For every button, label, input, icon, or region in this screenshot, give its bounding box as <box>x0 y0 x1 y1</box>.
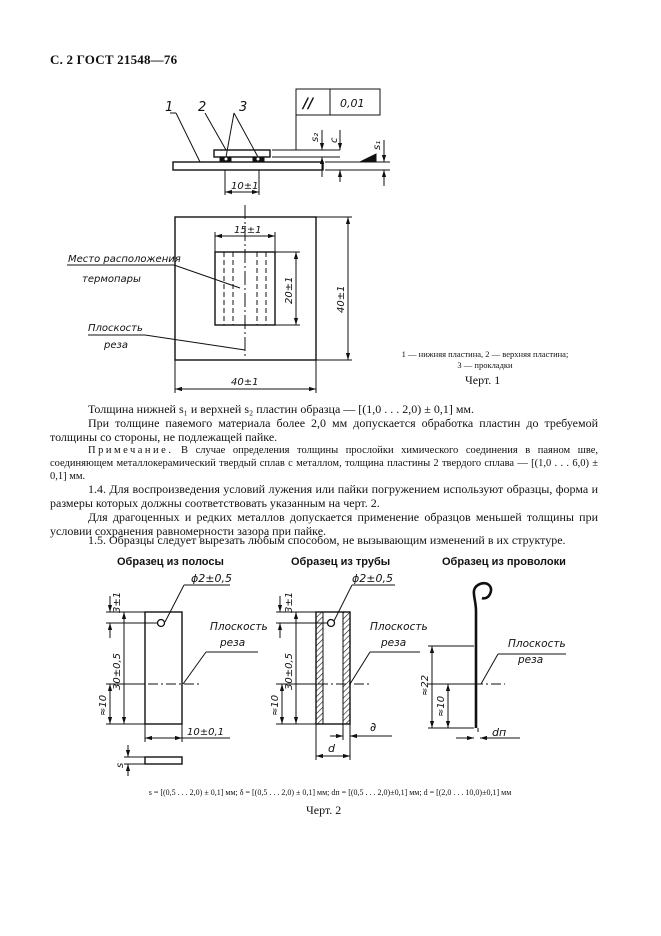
dim-15: 15±1 <box>234 225 261 236</box>
dim-3-strip: 3±1 <box>112 592 123 613</box>
label-cut-strip-1: Плоскость <box>210 621 268 633</box>
label-cut-plane-1: Плоскость <box>88 323 143 334</box>
tolerance-symbol: // <box>301 96 315 112</box>
fig1-label-3: 3 <box>239 100 247 115</box>
dim-40-vertical: 40±1 <box>336 286 347 313</box>
dim-10approx-wire: ≈10 <box>436 696 447 717</box>
dim-dn: dп <box>492 726 506 739</box>
fig2-number: Черт. 2 <box>306 803 342 817</box>
note-body: В случае определения толщины прослойки х… <box>50 445 598 482</box>
dim-30-strip: 30±0,5 <box>112 653 123 690</box>
dim-10approx-strip: ≈10 <box>98 695 109 716</box>
fig1-caption-line-2: 3 — прокладки <box>457 360 513 370</box>
fig1-label-1: 1 <box>165 100 173 115</box>
title-tube-sample: Образец из трубы <box>291 556 391 568</box>
label-cut-plane-2: реза <box>103 340 128 351</box>
dim-20: 20±1 <box>284 277 295 304</box>
note-block: Примечание. В случае определения толщины… <box>50 444 598 483</box>
figure-1-drawing: 1 2 3 // 0,01 s₂ c s₁ 10±1 15±1 20±1 40±… <box>67 88 390 393</box>
dim-22-wire: ≈22 <box>420 675 431 696</box>
label-cut-wire-1: Плоскость <box>508 638 566 650</box>
fig1-label-2: 2 <box>198 100 206 115</box>
strip-hole <box>156 618 166 628</box>
fig1-caption-line-1: 1 — нижняя пластина, 2 — верхняя пластин… <box>401 349 569 359</box>
dim-s: s <box>115 763 126 768</box>
lower-plate-side <box>172 161 324 171</box>
dim-10: 10±1 <box>231 181 258 192</box>
dim-30-tube: 30±0,5 <box>284 653 295 690</box>
dim-s1: s₁ <box>372 141 383 150</box>
dim-delta: ∂ <box>370 720 376 734</box>
note-title: Примечание. <box>88 445 174 456</box>
paragraph-processing: При толщине паяемого материала более 2,0… <box>50 416 598 444</box>
title-wire-sample: Образец из проволоки <box>442 556 566 568</box>
paragraph-precious-metals: Для драгоценных и редких металлов допуск… <box>50 510 598 538</box>
dim-width-strip: 10±0,1 <box>187 727 224 738</box>
title-strip-sample: Образец из полосы <box>117 556 224 568</box>
upper-plate-side <box>213 149 271 158</box>
dim-hole-strip: ϕ2±0,5 <box>191 572 232 585</box>
paragraph-1-4: 1.4. Для воспроизведения условий лужения… <box>50 482 598 510</box>
fig1-caption: 1 — нижняя пластина, 2 — верхняя пластин… <box>380 349 590 371</box>
label-thermocouple-1: Место расположения <box>68 254 181 265</box>
dim-10approx-tube: ≈10 <box>270 695 281 716</box>
dim-40-horizontal: 40±1 <box>231 377 258 388</box>
dim-c: c <box>329 137 340 143</box>
dim-s2: s₂ <box>310 133 321 142</box>
paragraph-thickness: Толщина нижней s₁ и верхней s₂ пластин о… <box>88 402 475 416</box>
strip-section <box>144 756 183 765</box>
paragraph-1-5: 1.5. Образцы следует вырезать любым спос… <box>88 533 566 547</box>
dim-d: d <box>328 742 336 755</box>
wire-body <box>472 581 493 728</box>
strip-body <box>144 611 183 725</box>
dim-hole-tube: ϕ2±0,5 <box>352 572 393 585</box>
page-header: С. 2 ГОСТ 21548—76 <box>50 52 178 67</box>
label-cut-tube-2: реза <box>380 637 406 649</box>
tolerance-value: 0,01 <box>340 97 365 110</box>
label-cut-strip-2: реза <box>219 637 245 649</box>
fig2-formula: s = [(0,5 . . . 2,0) ± 0,1] мм; δ = [(0,… <box>148 788 512 797</box>
label-thermocouple-2: термопары <box>82 274 141 285</box>
tube-hole <box>326 618 336 628</box>
label-cut-wire-2: реза <box>517 654 543 666</box>
fig1-number: Черт. 1 <box>465 373 501 387</box>
label-cut-tube-1: Плоскость <box>370 621 428 633</box>
dim-3-tube: 3±1 <box>284 592 295 613</box>
